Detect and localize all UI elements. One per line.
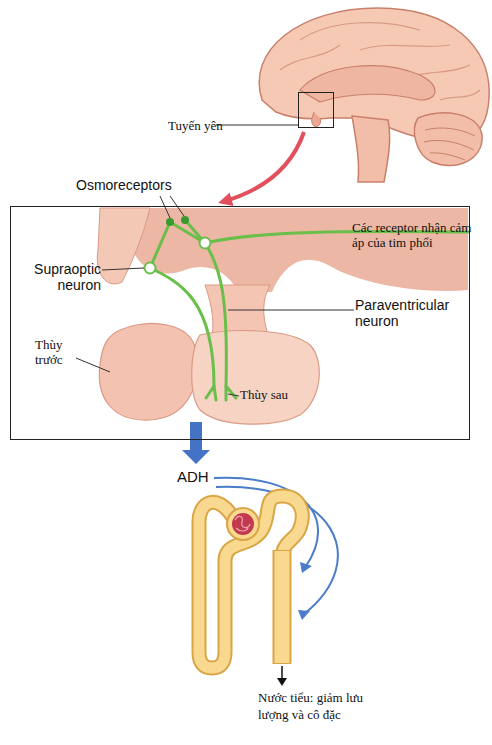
- cerebellum-folia: [424, 128, 475, 160]
- leader-line: [102, 268, 144, 270]
- inset-box: OsmoreceptorsCác receptor nhận cảm áp củ…: [10, 206, 470, 440]
- part-label: Các receptor nhận cảm áp của tim phổi: [352, 220, 474, 250]
- leader-line: [216, 125, 298, 126]
- leader-line: [228, 394, 239, 396]
- supraoptic-axon: [150, 268, 214, 386]
- arrow-head: [300, 562, 312, 573]
- tubule: [199, 496, 302, 668]
- part-label: Thùy sau: [240, 387, 288, 402]
- leader-line: [76, 358, 110, 372]
- osmoreceptor-dot: [181, 216, 189, 224]
- part-label: Tuyến yên: [168, 118, 223, 133]
- pituitary-small: [312, 112, 321, 127]
- urine-arrow: [281, 666, 283, 680]
- tubule-outline: [199, 496, 302, 668]
- paraventricular-cell: [200, 238, 211, 249]
- cerebellum: [414, 113, 482, 166]
- nephron: [199, 496, 302, 686]
- urine-note: Nước tiểu: giảm lưu lượng và cô đặc: [258, 689, 370, 723]
- anterior-lobe: [99, 324, 197, 420]
- pituitary-box: Tuyến yên: [298, 92, 334, 128]
- paraventricular-axon: [205, 243, 226, 386]
- osmoreceptor-dot: [166, 218, 174, 226]
- supraoptic-cell: [145, 263, 156, 274]
- part-label: Thùy trước: [35, 337, 81, 367]
- corpus-callosum: [300, 66, 435, 102]
- bowman-capsule: [227, 508, 259, 540]
- glomerulus: [232, 513, 254, 535]
- brain: [259, 8, 489, 182]
- part-label: Paraventricular neuron: [355, 297, 467, 329]
- osmoreceptor-axon: [150, 220, 205, 268]
- optic-chiasm: [97, 208, 150, 284]
- adh-arrow: [182, 422, 210, 464]
- part-label: Supraoptic neuron: [25, 261, 101, 293]
- capillary-loops: [235, 516, 250, 531]
- collecting-duct-outline: [273, 550, 292, 664]
- urine-arrow-head: [277, 678, 287, 686]
- arrow-head: [298, 610, 310, 620]
- brainstem: [352, 116, 390, 182]
- leader-line: [228, 310, 354, 311]
- part-label: Osmoreceptors: [76, 177, 172, 193]
- leader-line: [160, 196, 170, 218]
- leader-lines: [76, 196, 354, 396]
- axon-terminals: [206, 386, 236, 400]
- hormone-label: ADH: [177, 469, 209, 485]
- zoom-arrow: [222, 132, 304, 202]
- collecting-duct: [275, 551, 290, 663]
